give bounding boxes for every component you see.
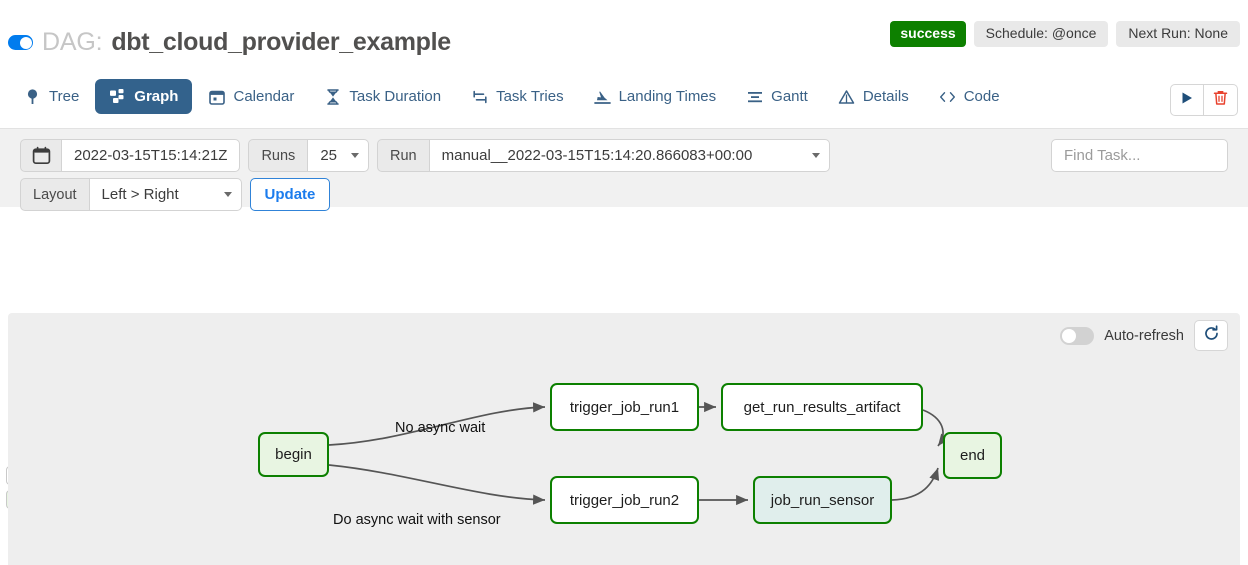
refresh-icon: [1203, 324, 1220, 347]
task-node-label: trigger_job_run1: [569, 398, 680, 416]
tab-code-label: Code: [963, 88, 1000, 105]
run-label: Run: [377, 139, 430, 172]
runs-group: Runs 25: [248, 139, 369, 172]
gantt-icon: [746, 88, 763, 105]
tree-icon: [24, 88, 41, 105]
runs-select[interactable]: 25: [308, 139, 369, 172]
edge-label-no-async-wait: No async wait: [395, 420, 486, 436]
triangle-info-icon: [838, 88, 855, 105]
dag-title: DAG: dbt_cloud_provider_example: [8, 28, 451, 57]
task-node-label: trigger_job_run2: [569, 491, 680, 509]
find-task-input[interactable]: Find Task...: [1051, 139, 1228, 172]
task-node-label: job_run_sensor: [770, 491, 875, 509]
execution-date-input[interactable]: 2022-03-15T15:14:21Z: [62, 139, 241, 172]
dag-paused-toggle[interactable]: [8, 35, 33, 50]
calendar-icon: [208, 88, 225, 105]
retry-icon: [471, 88, 488, 105]
graph-toolbar: Auto-refresh: [1060, 320, 1228, 351]
trash-icon: [1213, 90, 1228, 111]
task-node-label: end: [959, 447, 986, 464]
header-badges: success Schedule: @once Next Run: None: [890, 21, 1240, 47]
run-select[interactable]: manual__2022-03-15T15:14:20.866083+00:00: [429, 139, 830, 172]
layout-value: Left > Right: [101, 186, 179, 203]
hourglass-icon: [324, 88, 341, 105]
next-run-badge: Next Run: None: [1116, 21, 1240, 47]
refresh-button[interactable]: [1194, 320, 1228, 351]
dag-name: dbt_cloud_provider_example: [111, 28, 451, 56]
task-node-label: get_run_results_artifact: [743, 398, 901, 416]
tab-details-label: Details: [862, 88, 909, 105]
dag-label: DAG:: [42, 28, 103, 56]
runs-label: Runs: [248, 139, 309, 172]
tab-landing-times[interactable]: Landing Times: [580, 79, 731, 114]
tab-calendar-label: Calendar: [233, 88, 295, 105]
run-controls-toolbar: 2022-03-15T15:14:21Z Runs 25 Run manual_…: [0, 129, 1248, 211]
chevron-down-icon: [223, 192, 232, 197]
play-icon: [1180, 91, 1194, 110]
update-button[interactable]: Update: [249, 178, 331, 211]
execution-date-group: 2022-03-15T15:14:21Z: [20, 139, 241, 172]
tab-tree[interactable]: Tree: [10, 79, 93, 114]
graph-icon: [109, 88, 126, 105]
controls-row-top: 2022-03-15T15:14:21Z Runs 25 Run manual_…: [0, 139, 1248, 172]
layout-group: Layout Left > Right: [20, 178, 242, 211]
tab-calendar[interactable]: Calendar: [194, 79, 308, 114]
layout-select[interactable]: Left > Right: [89, 178, 242, 211]
tab-gantt-label: Gantt: [771, 88, 808, 105]
runs-value: 25: [320, 147, 337, 164]
tab-task-tries[interactable]: Task Tries: [457, 79, 578, 114]
dag-edges: [328, 401, 950, 506]
schedule-badge[interactable]: Schedule: @once: [973, 21, 1109, 47]
layout-label: Layout: [20, 178, 90, 211]
task-node-get-run-results-artifact[interactable]: get_run_results_artifact: [721, 383, 923, 431]
tab-graph[interactable]: Graph: [95, 79, 193, 114]
task-node-begin[interactable]: begin: [258, 432, 329, 477]
legend-bar: DbtCloudGetJobRunArtifactOperator DbtClo…: [0, 207, 1248, 515]
task-node-job-run-sensor[interactable]: job_run_sensor: [753, 476, 892, 524]
tab-code[interactable]: Code: [925, 79, 1014, 114]
trigger-dag-button[interactable]: [1170, 84, 1204, 116]
view-tabbar: Tree Graph Calendar Task Duration Task T: [0, 72, 1248, 129]
tab-landing-times-label: Landing Times: [618, 88, 717, 105]
tab-task-duration-label: Task Duration: [349, 88, 442, 105]
code-icon: [939, 88, 956, 105]
chevron-down-icon: [811, 153, 820, 158]
dag-graph-panel: Auto-refresh begin trigger_job_run1: [8, 313, 1240, 565]
landing-icon: [593, 88, 611, 105]
task-node-trigger-job-run1[interactable]: trigger_job_run1: [550, 383, 699, 431]
chevron-down-icon: [351, 153, 359, 158]
run-group: Run manual__2022-03-15T15:14:20.866083+0…: [377, 139, 830, 172]
tab-tree-label: Tree: [49, 88, 80, 105]
tab-graph-label: Graph: [134, 88, 179, 105]
task-node-label: begin: [275, 446, 312, 463]
tab-task-tries-label: Task Tries: [496, 88, 564, 105]
controls-row-bottom: Layout Left > Right Update: [0, 178, 1248, 211]
page-header: DAG: dbt_cloud_provider_example success …: [0, 0, 1248, 72]
delete-dag-button[interactable]: [1204, 84, 1238, 116]
task-node-trigger-job-run2[interactable]: trigger_job_run2: [550, 476, 699, 524]
tab-details[interactable]: Details: [824, 79, 923, 114]
dag-action-buttons: [1170, 84, 1238, 116]
calendar-icon[interactable]: [20, 139, 62, 172]
task-node-end[interactable]: end: [943, 432, 1002, 479]
edge-label-do-async-wait: Do async wait with sensor: [333, 512, 501, 528]
auto-refresh-label: Auto-refresh: [1104, 327, 1184, 344]
auto-refresh-toggle[interactable]: [1060, 326, 1095, 345]
status-badge: success: [890, 21, 966, 47]
run-value: manual__2022-03-15T15:14:20.866083+00:00: [441, 147, 753, 164]
tab-task-duration[interactable]: Task Duration: [310, 79, 455, 114]
view-tabs: Tree Graph Calendar Task Duration Task T: [10, 79, 1014, 114]
tab-gantt[interactable]: Gantt: [732, 79, 822, 114]
